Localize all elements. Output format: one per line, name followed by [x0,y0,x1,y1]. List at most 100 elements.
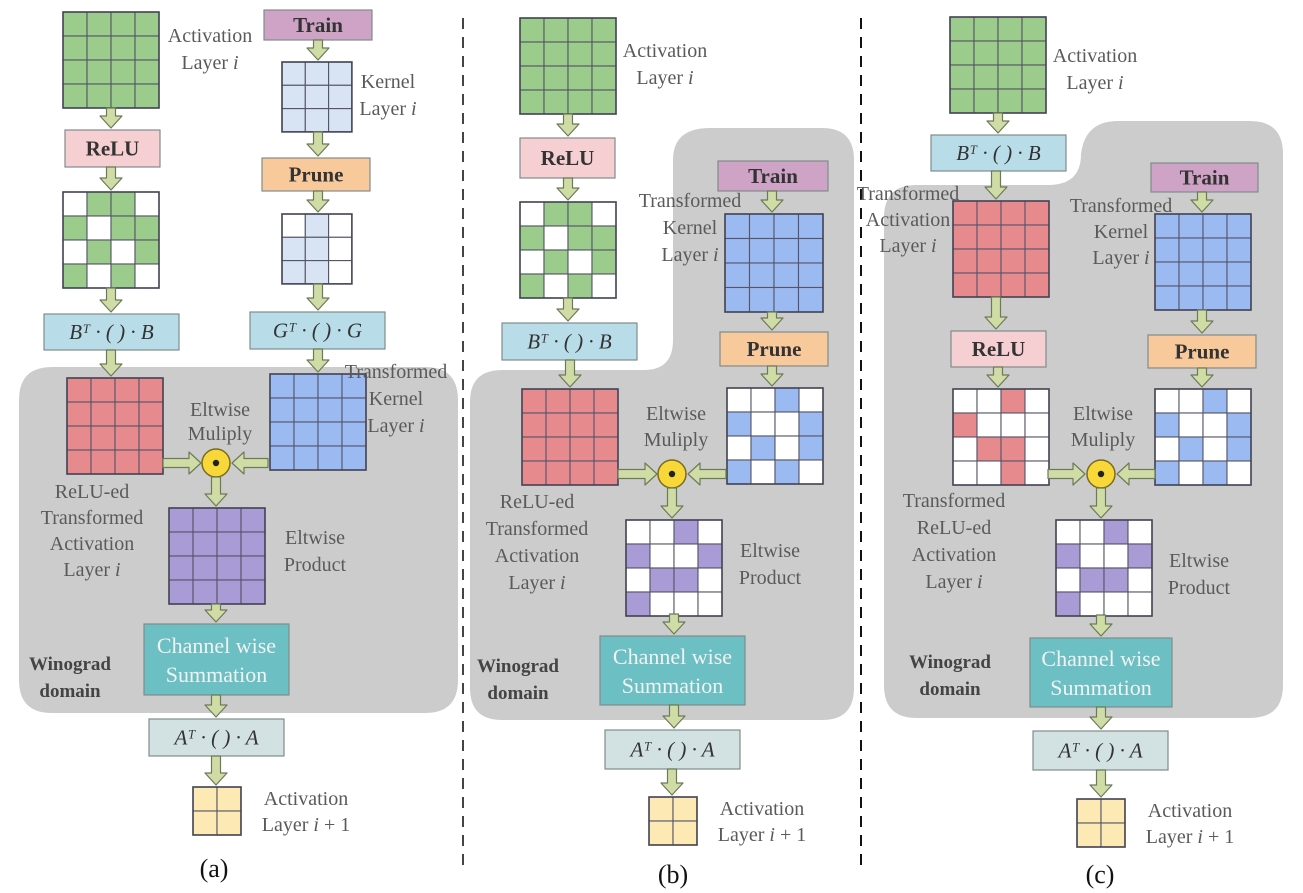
matrix-cell [673,591,699,617]
matrix-cell [774,411,800,437]
matrix-cell [168,507,194,533]
matrix-cell [976,460,1002,486]
label: Layer i [661,244,718,266]
flow-arrow [99,107,123,129]
matrix-border [952,388,1050,486]
matrix-cell [1000,388,1026,414]
matrix-cell [90,449,116,475]
transform-bt-b-box [43,313,180,351]
matrix-cell [543,89,569,115]
matrix-cell [192,579,218,605]
flow-arrow [1089,706,1113,730]
train-label: Train [748,164,798,188]
label: Activation [866,209,950,231]
prune-box [1147,334,1257,369]
label: Eltwise [646,403,706,425]
matrix-cell [1021,64,1047,90]
matrix-cell [748,237,775,264]
matrix-cell [269,397,295,423]
matrix-cell [62,191,88,217]
matrix-cell [1024,436,1050,462]
label: Activation [495,545,579,567]
label: Activation [50,533,134,555]
matrix-cell [543,17,569,43]
matrix-cell [293,421,319,447]
matrix-cell [724,213,751,240]
label: Layer i [367,415,424,437]
matrix-cell [1226,412,1252,438]
winograd-domain-label: Winograd [29,654,111,675]
flow-arrow [558,359,582,388]
summation-label: Summation [1050,675,1151,700]
matrix-cell [798,459,824,485]
matrix-cell [281,84,306,110]
summation-label: Summation [622,673,723,698]
label: Transformed [345,361,448,383]
matrix-cell [114,425,140,451]
matrix-cell [591,201,617,227]
matrix-cell [1154,213,1180,239]
matrix-cell [1154,388,1180,414]
summation-label: Channel wise [157,633,276,658]
matrix-cell [168,555,194,581]
label: ReLU-ed [917,517,991,539]
label: Layer i [508,572,565,594]
matrix-cell [1024,388,1050,414]
matrix-cell [1226,213,1252,239]
matrix-cell [797,262,824,289]
matrix-cell [114,449,140,475]
transformed-activation-matrix [952,200,1050,298]
matrix-cell [543,225,569,251]
transformed-kernel-matrix [724,213,824,313]
matrix-cell [591,249,617,275]
matrix-cell [625,591,651,617]
matrix-cell [591,65,617,91]
matrix-cell [216,507,242,533]
matrix-cell [773,262,800,289]
matrix-cell [567,17,593,43]
label: Transformed [41,507,144,529]
matrix-cell [949,40,975,66]
eltwise-product-matrix [1055,519,1153,617]
matrix-cell [1103,543,1129,569]
matrix-cell [110,239,136,265]
matrix-cell [134,263,160,289]
matrix-cell [328,213,353,238]
flow-arrow [556,177,580,201]
matrix-cell [976,412,1002,438]
train-box [717,160,829,192]
prune-label: Prune [289,163,344,187]
matrix-cell [591,41,617,67]
matrix-cell [1202,436,1228,462]
matrix-cell [293,445,319,471]
matrix-cell [1000,412,1026,438]
transformed-kernel-matrix [1154,213,1252,311]
matrix-cell [726,435,752,461]
transform-bt-b-box [930,134,1067,172]
matrix-cell [593,436,619,462]
matrix-cell [949,88,975,114]
matrix-cell [952,388,978,414]
summation-label: Channel wise [1041,646,1160,671]
matrix-cell [797,213,824,240]
matrix-cell [976,388,1002,414]
label: Transformed [486,518,589,540]
matrix-cell [973,64,999,90]
matrix-cell [304,61,330,86]
label: Layer i + 1 [718,824,806,846]
matrix-cell [1178,213,1204,239]
label: ReLU-ed [500,491,574,513]
matrix-cell [545,388,571,414]
matrix-cell [1226,436,1252,462]
matrix-cell [134,11,160,37]
matrix-cell [567,225,593,251]
matrix-cell [591,225,617,251]
matrix-cell [328,84,353,110]
matrix-cell [952,224,978,250]
matrix-cell [1178,261,1204,287]
transform-at-a-label: Aᵀ · ( ) · A [628,738,714,762]
label: Transformed [903,490,1006,512]
matrix-cell [543,41,569,67]
winograd-domain-label: domain [919,679,981,700]
prune-label: Prune [747,337,802,361]
